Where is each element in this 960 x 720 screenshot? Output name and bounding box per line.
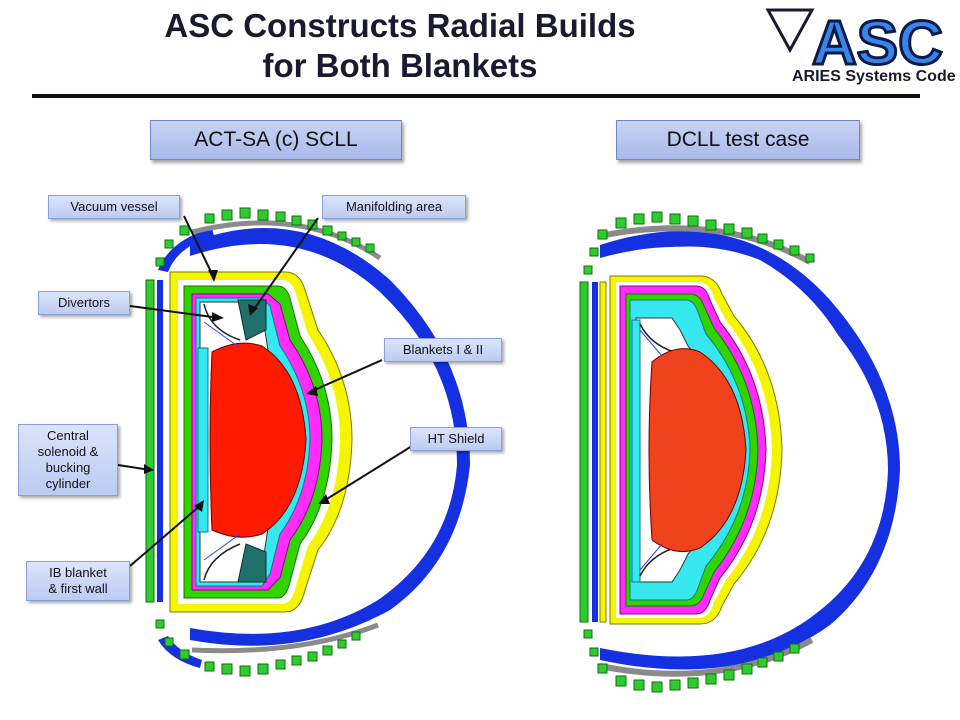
label-central-solenoid: Central solenoid & bucking cylinder <box>18 424 118 496</box>
outer-d-top-left <box>158 228 214 272</box>
label-manifolding-area: Manifolding area <box>322 195 466 219</box>
plasma-right <box>648 348 747 553</box>
pf-coils-right <box>583 211 815 693</box>
cryostat-inner-gap-right <box>600 246 860 386</box>
divertor-bottom-left <box>237 543 267 583</box>
vessel-column-right <box>599 281 607 623</box>
asc-logo-graphic: ASC <box>765 8 944 80</box>
label-ib-blanket-line1: IB blanket <box>49 565 107 580</box>
label-central-solenoid-line3: bucking <box>45 460 91 475</box>
label-central-solenoid-line2: solenoid & <box>37 444 99 459</box>
label-central-solenoid-line4: cylinder <box>45 476 91 491</box>
separatrix-left <box>203 321 241 561</box>
central-solenoid-right <box>579 281 589 623</box>
left-leader-lines <box>117 215 413 567</box>
bucking-cylinder-left <box>157 280 163 602</box>
right-diagram-header: DCLL test case <box>616 120 860 160</box>
label-divertors: Divertors <box>38 291 130 315</box>
label-vacuum-vessel: Vacuum vessel <box>48 195 180 219</box>
cryostat-rim-bottom-right <box>599 637 814 677</box>
ib-blanket-left <box>197 347 209 533</box>
bucking-cylinder-right <box>592 282 598 622</box>
label-ib-blanket-line2: & first wall <box>48 581 108 596</box>
title-line-2: for Both Blankets <box>262 47 538 84</box>
label-blankets: Blankets I & II <box>384 338 502 362</box>
page-title: ASC Constructs Radial Builds for Both Bl… <box>60 6 740 86</box>
title-line-1: ASC Constructs Radial Builds <box>164 7 636 44</box>
divertor-top-left <box>237 299 267 341</box>
central-solenoid-left <box>145 279 155 603</box>
cryostat-rim-top-right <box>599 225 812 265</box>
left-diagram-header: ACT-SA (c) SCLL <box>150 120 402 160</box>
logo-mark: ASC <box>812 9 943 78</box>
logo-subtitle: ARIES Systems Code <box>792 68 956 85</box>
label-ht-shield: HT Shield <box>410 427 502 451</box>
left-arrowheads <box>144 270 330 512</box>
title-divider <box>32 94 920 98</box>
plasma-left <box>209 342 307 538</box>
divertor-plate-bottom-left <box>203 543 241 581</box>
asc-logo: ASC <box>762 4 952 92</box>
ib-blanket-right <box>631 319 641 583</box>
label-ib-blanket: IB blanket & first wall <box>26 561 130 601</box>
separatrix-right <box>639 329 663 571</box>
divertor-plate-top-left <box>203 303 241 341</box>
label-central-solenoid-line1: Central <box>47 428 89 443</box>
